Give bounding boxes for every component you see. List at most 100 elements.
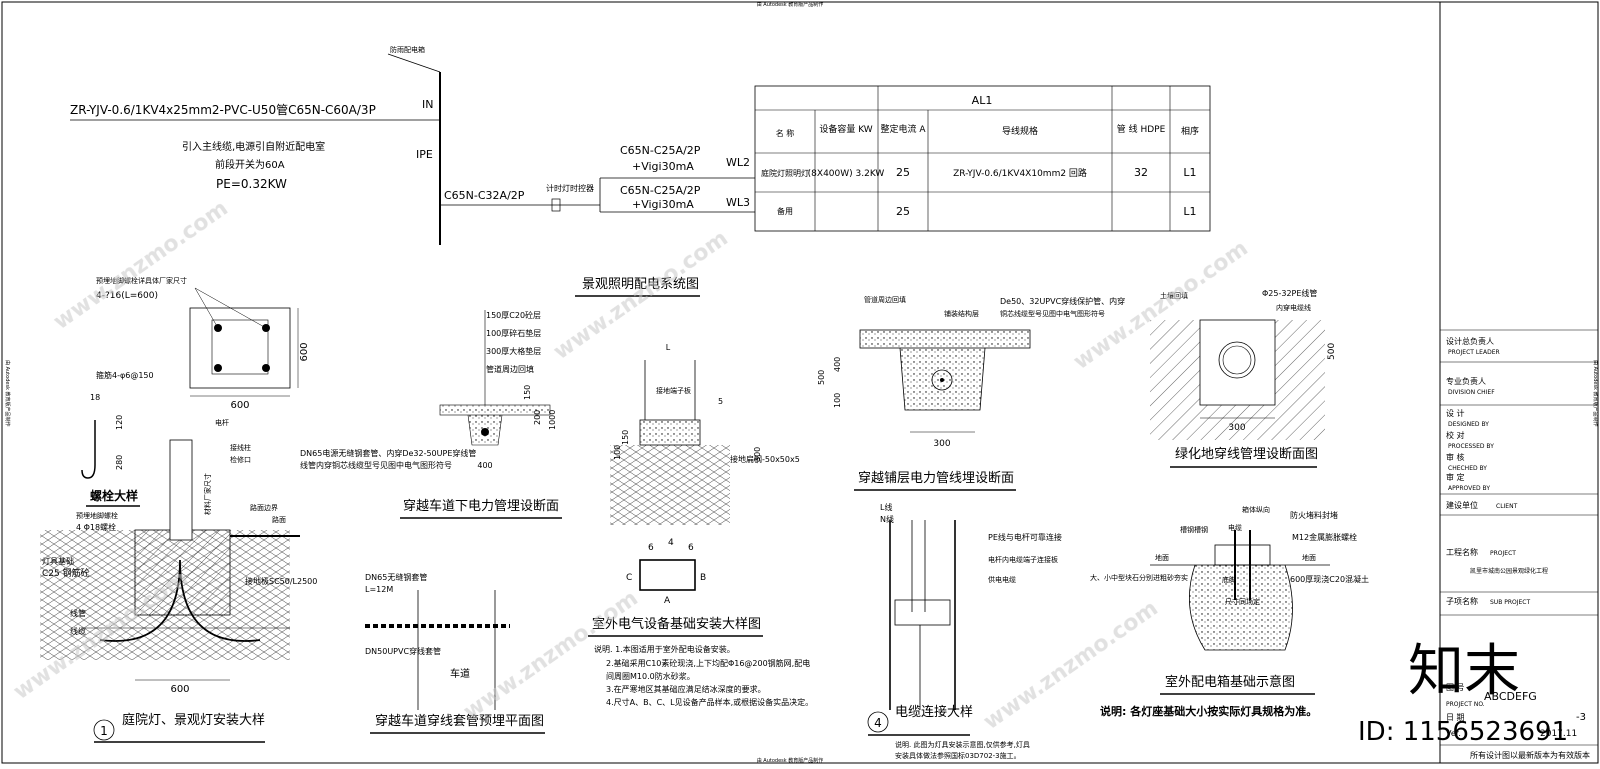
box-label-cable: 电缆 bbox=[1228, 523, 1242, 532]
tb-drawing-no-en: PROJECT NO. bbox=[1446, 701, 1485, 708]
tb-row-designed-en: DESIGNED BY bbox=[1448, 421, 1489, 428]
tb-row-checked-en: CHECHED BY bbox=[1448, 465, 1487, 472]
pe-note: PE=0.32KW bbox=[216, 177, 287, 191]
al1-row1-pipe: 32 bbox=[1134, 166, 1148, 179]
box-base-title: 室外配电箱基础示意图 bbox=[1165, 674, 1295, 690]
tb-row-chief-cn: 专业负责人 bbox=[1446, 376, 1486, 386]
paving-dim-1: 500 bbox=[817, 370, 826, 385]
bolt-detail: 18 120 280 螺栓大样 bbox=[81, 393, 140, 507]
al1-title: AL1 bbox=[972, 94, 993, 107]
road-section: 150厚C20砼层 100厚碎石垫层 300厚大格垫层 管道周边回填 DN65电… bbox=[300, 310, 562, 519]
paving-dim-4: 300 bbox=[933, 439, 950, 449]
bolt-dim-2: 120 bbox=[115, 415, 124, 430]
green-label-cable: 内穿电缆线 bbox=[1276, 303, 1311, 312]
branch2-breaker: C65N-C25A/2P bbox=[620, 184, 701, 197]
equip-plan-dim-1: 6 bbox=[648, 543, 654, 553]
al1-header-phase: 相序 bbox=[1181, 125, 1199, 137]
green-label-backfill: 土壤回填 bbox=[1160, 291, 1188, 300]
road-plan-pipe: DN50UPVC穿线套管 bbox=[365, 646, 441, 656]
stirrup: 箍筋4-φ6@150 bbox=[96, 370, 154, 380]
tb-row-chief-en: DIVISION CHIEF bbox=[1448, 389, 1495, 396]
road-plan-len: L=12M bbox=[365, 585, 393, 594]
distribution-title: 景观照明配电系统图 bbox=[582, 277, 699, 292]
bolt-dim-1: 18 bbox=[90, 393, 100, 402]
branch1-rcd: +Vigi30mA bbox=[632, 160, 694, 173]
tb-footer: 所有设计图以最新版本为有效版本 bbox=[1470, 750, 1590, 760]
green-dim-2: 300 bbox=[1228, 423, 1245, 433]
cable-detail-num: 4 bbox=[874, 716, 882, 730]
equip-note-5: 4.尺寸A、B、C、L见设备产品样本,或根据设备实品决定。 bbox=[606, 697, 813, 707]
bolt-title: 螺栓大样 bbox=[90, 488, 138, 503]
green-section: 土壤回填 Φ25-32PE线管 内穿电缆线 500 300 绿化地穿线管埋设断面… bbox=[1150, 288, 1337, 468]
cable-spec: ZR-YJV-0.6/1KV4x25mm2-PVC-U50管C65N-C60A/… bbox=[70, 102, 376, 117]
road-layer-1: 150厚C20砼层 bbox=[486, 310, 541, 320]
tb-row-project-en: PROJECT bbox=[1490, 550, 1516, 557]
branch2-rcd: +Vigi30mA bbox=[632, 198, 694, 211]
tb-row-processed-cn: 校 对 bbox=[1446, 430, 1465, 440]
equip-label-flat-steel: 接地扁钢-50x50x5 bbox=[730, 454, 800, 464]
source-note-2: 前段开关为60A bbox=[215, 158, 285, 171]
lamp-label-cable: 线缆 bbox=[70, 626, 86, 636]
equip-dim-3: 300 bbox=[753, 447, 762, 462]
equip-dim-1: 100 bbox=[613, 445, 622, 460]
cable-label-pe: PE线与电杆可靠连接 bbox=[988, 532, 1062, 542]
equip-base-title: 室外电气设备基础安装大样图 bbox=[592, 616, 761, 632]
green-label-pipe: Φ25-32PE线管 bbox=[1262, 288, 1317, 298]
box-label-stones: 大、小中型块石分别进粗砂夯实 bbox=[1090, 573, 1188, 582]
road-dim-3: 200 bbox=[533, 410, 542, 425]
paving-label-layer: 铺装结构层 bbox=[944, 309, 979, 318]
green-section-title: 绿化地穿线管埋设断面图 bbox=[1175, 446, 1318, 462]
paving-label-backfill: 管道周边回填 bbox=[864, 295, 906, 304]
road-plan-sleeve: DN65无缝钢套管 bbox=[365, 572, 427, 582]
lamp-label-terminal: 接线柱 bbox=[230, 443, 251, 452]
al1-row1-current: 25 bbox=[896, 166, 910, 179]
box-label-channel: 槽钢槽钢 bbox=[1180, 525, 1208, 534]
paving-section-title: 穿越铺层电力管线埋设断面 bbox=[858, 470, 1014, 486]
lamp-detail-title: 庭院灯、景观灯安装大样 bbox=[122, 712, 265, 728]
equip-label-terminal: 接地端子板 bbox=[656, 386, 691, 395]
cable-note-2: 安装具体做法参照国标03D702-3施工。 bbox=[895, 751, 1021, 760]
footing-plan: 预埋地脚螺栓详具体厂家尺寸 4-?16(L=600) 箍筋4-φ6@150 60… bbox=[96, 276, 310, 411]
al1-row2-name: 备用 bbox=[777, 206, 793, 216]
distribution-diagram: 防雨配电箱 ZR-YJV-0.6/1KV4x25mm2-PVC-U50管C65N… bbox=[70, 45, 755, 297]
box-label-size: 尺寸同场定 bbox=[1225, 597, 1260, 606]
cable-label-board: 电杆内电缆端子连接板 bbox=[988, 555, 1058, 564]
al1-row2-phase: L1 bbox=[1183, 205, 1196, 218]
source-note-1: 引入主线缆,电源引自附近配电室 bbox=[182, 140, 325, 153]
box-base-note: 说明: 各灯座基础大小按实际灯具规格为准。 bbox=[1100, 704, 1317, 718]
tb-date-value: 2017.11 bbox=[1540, 729, 1577, 739]
box-label-firestop: 防火堵料封堵 bbox=[1290, 510, 1338, 520]
tb-row-processed-en: PROCESSED BY bbox=[1448, 443, 1494, 450]
paving-label-pipe: De50、32UPVC穿线保护管、内穿 bbox=[1000, 296, 1125, 306]
cable-label-supply: 供电电缆 bbox=[988, 575, 1016, 584]
branch2-id: WL3 bbox=[726, 196, 750, 209]
tb-date-label: 日 期 bbox=[1446, 713, 1465, 722]
road-dim-2: 150 bbox=[523, 385, 532, 400]
lamp-label-edge: 路面边界 bbox=[250, 503, 278, 512]
road-dim-1: 400 bbox=[477, 461, 492, 470]
tb-row-client-en: CLIENT bbox=[1496, 503, 1518, 510]
box-base: 箱体纵向 防火堵料封堵 M12金属膨胀螺栓 槽钢槽钢 电缆 地面 地面 底脚 大… bbox=[1090, 505, 1369, 718]
equip-base: L 接地端子板 5 接地扁钢-50x50x5 100 150 300 6 4 6… bbox=[588, 343, 813, 707]
timer-label: 计时灯时控器 bbox=[546, 183, 594, 193]
cable-connection: L线 N线 PE线与电杆可靠连接 电杆内电缆端子连接板 供电电缆 4 电缆连接大… bbox=[867, 502, 1062, 760]
equip-dim-2: 150 bbox=[621, 430, 630, 445]
branch1-id: WL2 bbox=[726, 156, 750, 169]
cable-label-n: N线 bbox=[880, 514, 894, 524]
box-label-bolt: M12金属膨胀螺栓 bbox=[1292, 532, 1357, 542]
box-label-concrete: 600厚现浇C20混凝土 bbox=[1290, 574, 1369, 584]
anchor-spec: 4-?16(L=600) bbox=[96, 291, 158, 301]
equip-note-3: 间周圈M10.0防水砂浆。 bbox=[606, 671, 695, 681]
box-label-case: 箱体纵向 bbox=[1242, 505, 1270, 514]
equip-plan-dim-b: B bbox=[700, 573, 706, 583]
lamp-label-pole: 电杆 bbox=[215, 418, 229, 427]
tb-row-project-cn: 工程名称 bbox=[1446, 547, 1478, 557]
equip-plan-dim-2: 4 bbox=[668, 538, 674, 548]
tb-project-name: 凯里市城南公园景观绿化工程 bbox=[1470, 567, 1548, 575]
equip-note-4: 3.在严寒地区其基础应满足结冰深度的要求。 bbox=[606, 684, 766, 694]
equip-plan-dim-c: C bbox=[626, 573, 632, 583]
equip-label-5: 5 bbox=[718, 397, 723, 406]
tb-drawing-no-label: 图 号 bbox=[1446, 683, 1465, 692]
